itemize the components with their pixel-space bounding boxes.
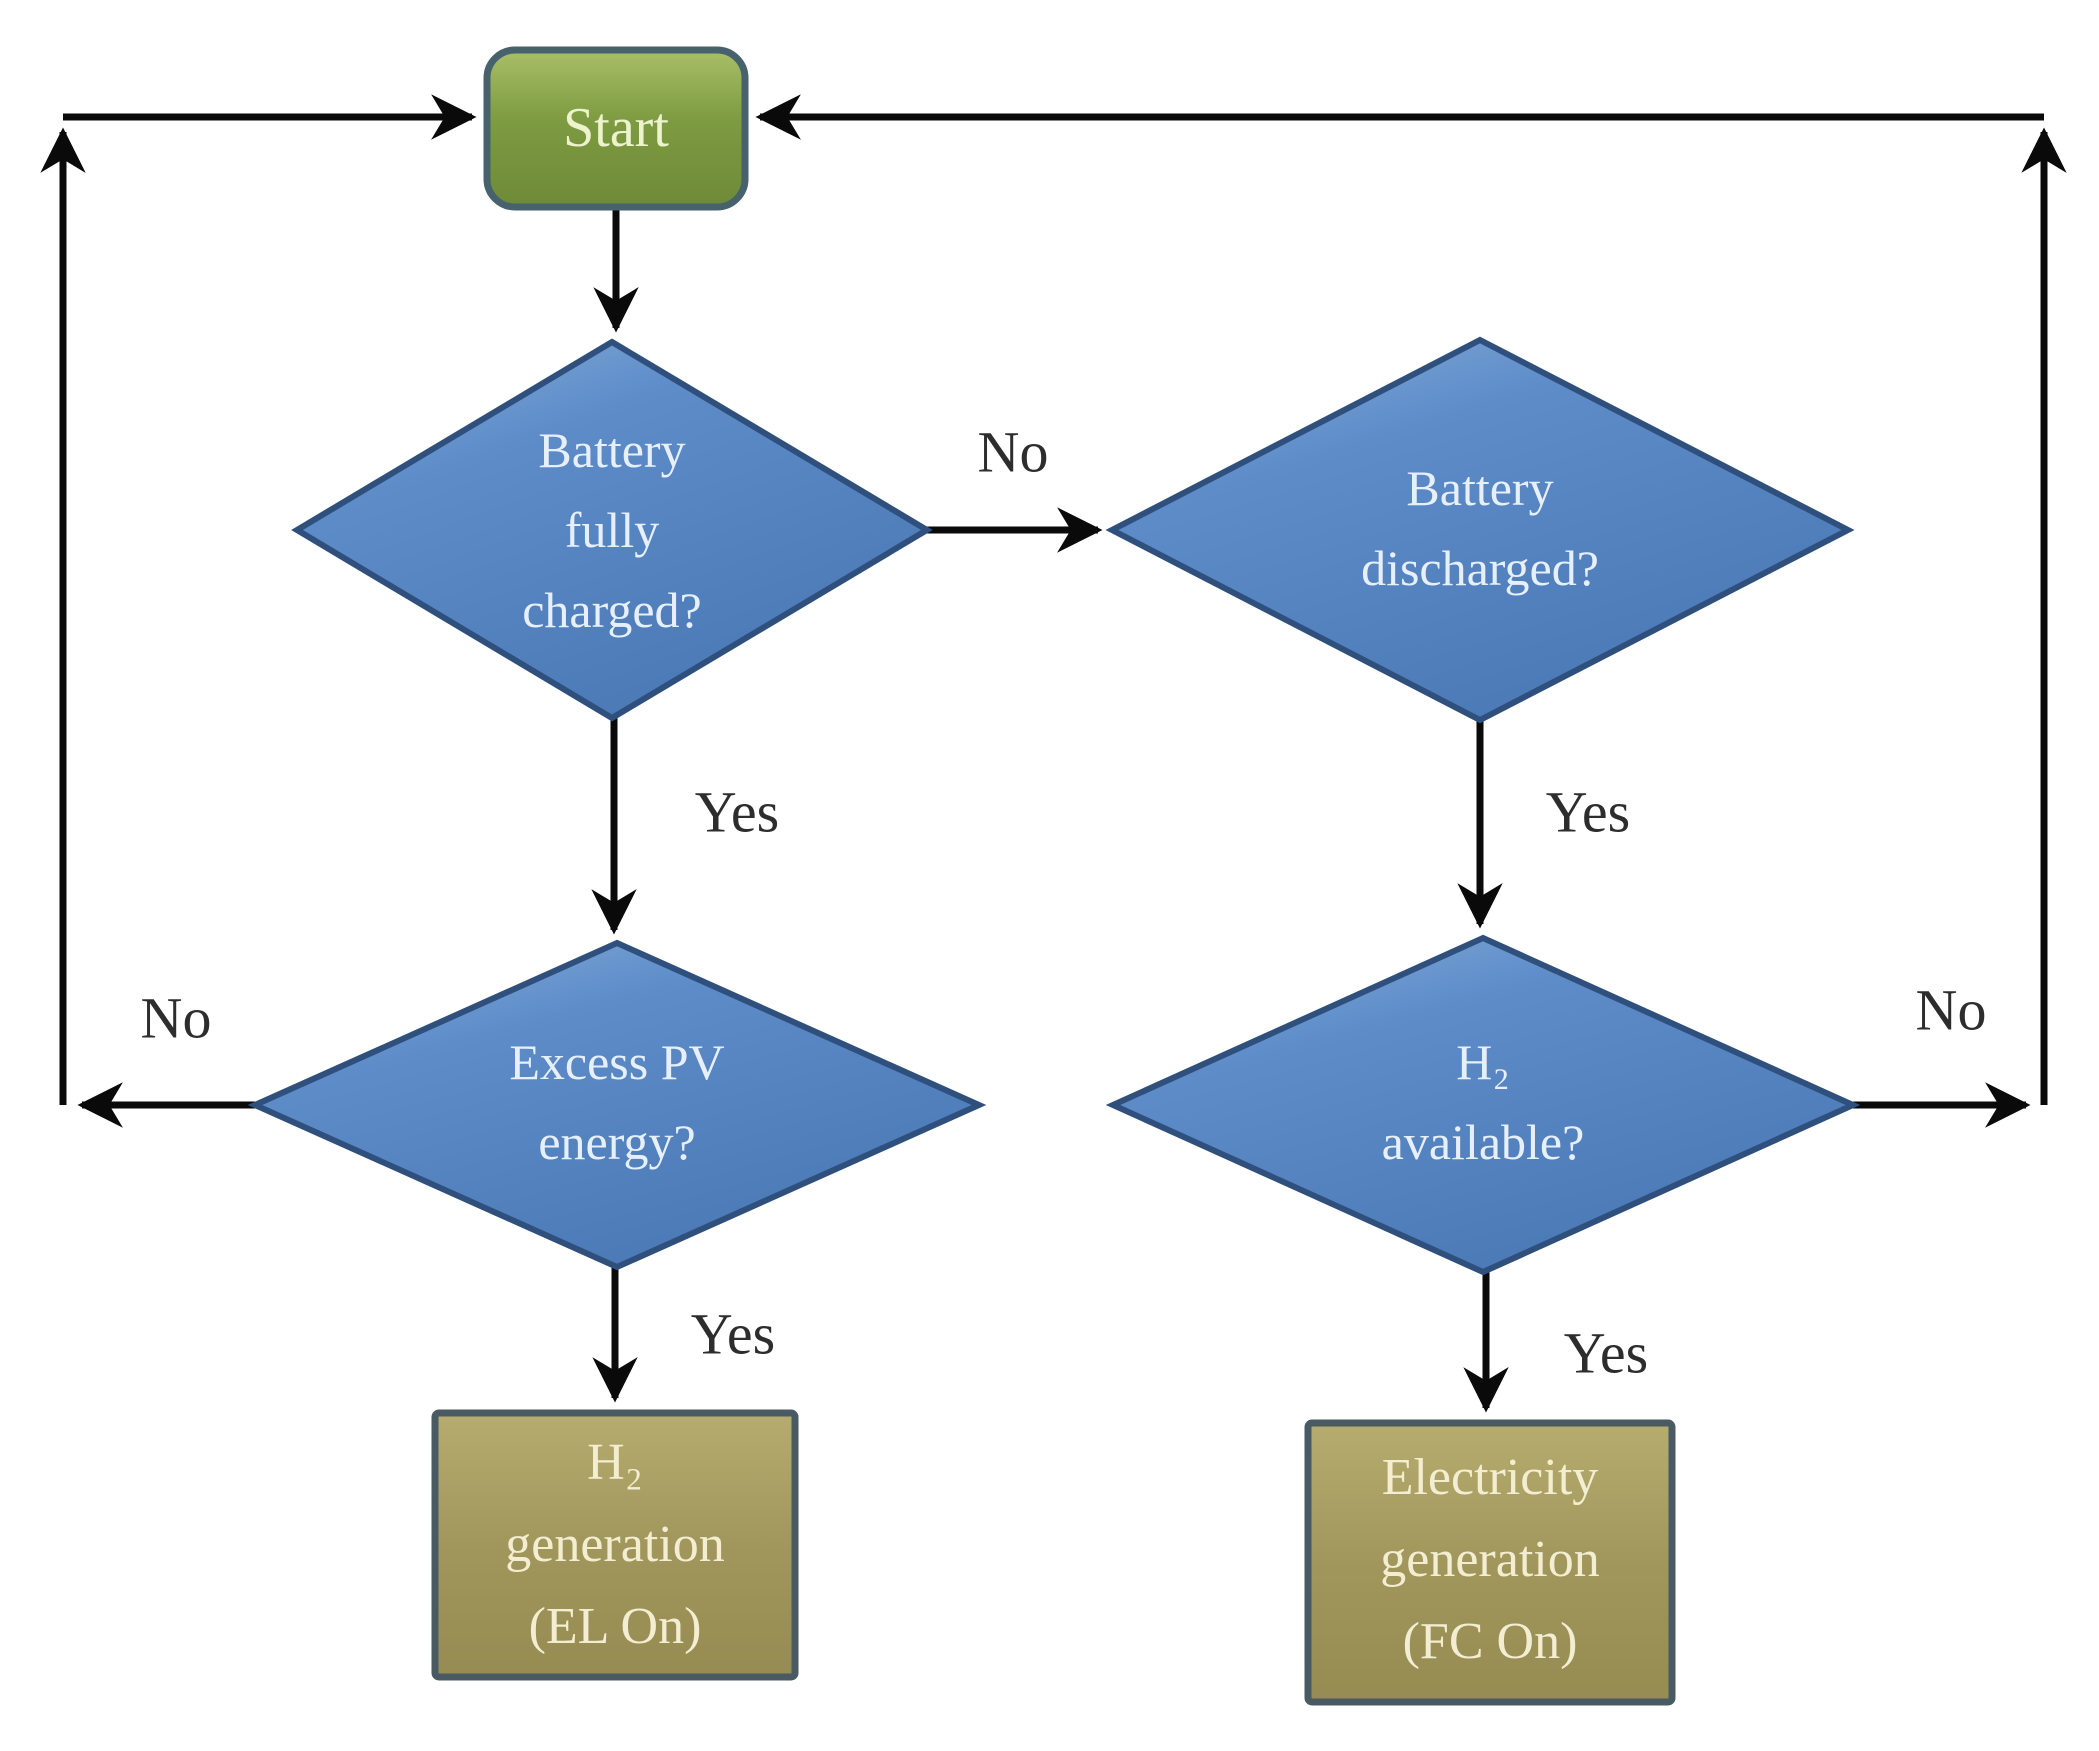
connector-group	[40, 94, 2067, 1413]
battery-discharged-decision-shape	[1105, 336, 1855, 724]
battery-fully-charged-decision-shape	[291, 338, 933, 722]
excess-pv-energy-decision-shape	[247, 939, 987, 1271]
h2-generation-process-shape	[431, 1409, 799, 1681]
h2-available-decision-shape	[1105, 934, 1861, 1276]
start-node-shape	[483, 46, 749, 211]
electricity-generation-process-shape	[1304, 1419, 1676, 1706]
